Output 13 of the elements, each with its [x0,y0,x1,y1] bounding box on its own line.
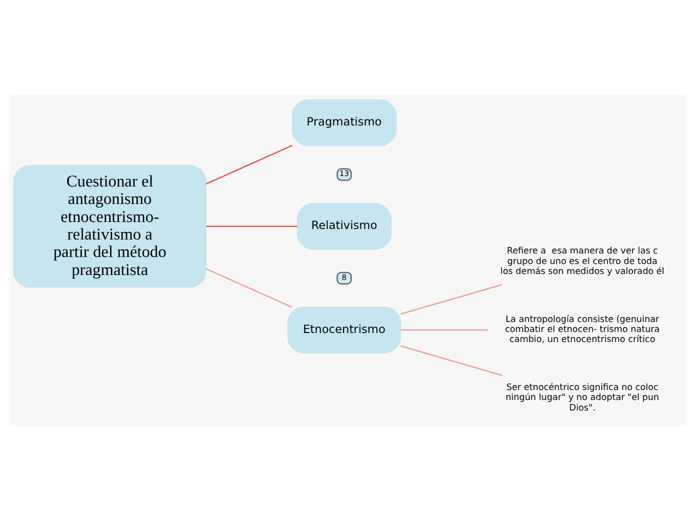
connector [206,268,292,308]
connector [400,328,488,330]
node-text: La antropología consiste (genuinar combatir el etnocen- trismo natura cambio, un etnocentrismo crítico [504,314,660,345]
node-text: Ser etnocéntrico significa no coloc ningún lugar" y no adoptar "el pun Dios". [506,382,660,413]
connector [206,144,292,184]
node-box: Etnocentrismo [287,306,402,353]
node-box: Cuestionar el antagonismo etnocentrismo-relativismo a partir del método pragmatista [13,164,206,288]
connector [400,344,502,376]
node-box: Pragmatismo [292,98,397,146]
node-text: Refiere a esa manera de ver las c grupo de uno es el centro de toda los demás son medidos y valorado él [500,246,664,276]
node-box: Relativismo [296,202,392,250]
connector [400,284,502,314]
connector [206,225,298,227]
